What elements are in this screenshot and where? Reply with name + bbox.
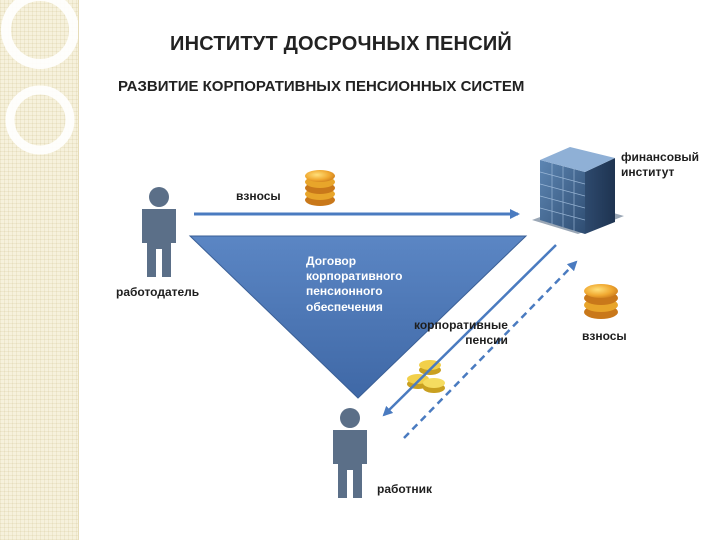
contract-triangle — [188, 235, 528, 399]
employer-label: работодатель — [116, 285, 200, 299]
contributions-label-right: взносы — [582, 329, 627, 343]
decorative-circles — [1, 0, 79, 155]
employer-person-icon — [142, 187, 176, 277]
pension-payment-arrow — [382, 244, 557, 417]
slide-subtitle: РАЗВИТИЕ КОРПОРАТИВНЫХ ПЕНСИОННЫХ СИСТЕМ — [118, 78, 525, 95]
financial-institution-label: финансовый институт — [621, 150, 700, 179]
employee-label: работник — [377, 482, 432, 496]
coins-icon-right — [584, 284, 618, 319]
corporate-pensions-label: корпоративные пенсии — [414, 318, 508, 347]
decorative-left-strip — [0, 0, 79, 540]
contributions-label-top: взносы — [236, 189, 281, 203]
building-icon — [532, 147, 624, 234]
slide-title: ИНСТИТУТ ДОСРОЧНЫХ ПЕНСИЙ — [170, 33, 512, 55]
employee-person-icon — [333, 408, 367, 498]
employee-contributions-arrow — [403, 260, 578, 439]
coins-icon-top — [305, 170, 335, 206]
contract-triangle-text: Договор корпоративного пенсионного обесп… — [306, 254, 403, 314]
